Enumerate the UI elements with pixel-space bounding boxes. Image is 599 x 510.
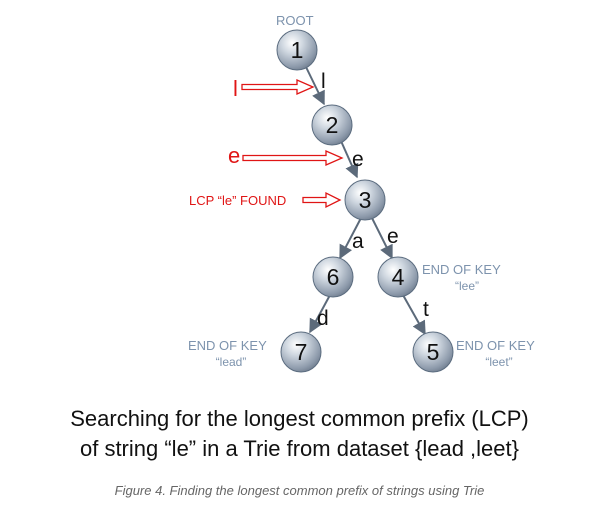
pointer-label-e: e (228, 143, 240, 168)
node-label-3: 3 (359, 187, 372, 213)
edge-label-l: l (321, 70, 326, 93)
end-of-key-leet: END OF KEY “leet” (456, 338, 535, 369)
end-of-key-lee: END OF KEY “lee” (422, 262, 501, 293)
caption-line-1: Searching for the longest common prefix … (70, 406, 529, 431)
end-of-key-value: “lead” (216, 355, 247, 369)
edge-label-e: e (352, 148, 364, 171)
diagram-caption: Searching for the longest common prefix … (0, 404, 599, 464)
edge-label-e2: e (387, 225, 399, 248)
edge-label-t: t (423, 298, 429, 321)
search-pointer-l: l (233, 76, 315, 101)
edge-4-5 (402, 294, 426, 336)
edge-3-6 (339, 217, 362, 260)
end-of-key-title: END OF KEY (188, 338, 267, 353)
edge-6-7 (309, 294, 331, 334)
node-label-5: 5 (427, 339, 440, 365)
end-of-key-value: “lee” (455, 279, 479, 293)
edge-label-a: a (352, 230, 364, 253)
edge-3-4 (371, 217, 393, 260)
end-of-key-lead: END OF KEY “lead” (188, 338, 267, 369)
edge-label-d: d (317, 307, 329, 330)
end-of-key-title: END OF KEY (456, 338, 535, 353)
edge-1-2 (305, 66, 325, 106)
trie-node-7: 7 (280, 331, 322, 373)
lcp-found-arrow (302, 191, 342, 209)
lcp-found-pointer: LCP “le” FOUND (189, 191, 342, 209)
caption-line-2: of string “le” in a Trie from dataset {l… (79, 436, 519, 461)
node-label-4: 4 (392, 264, 405, 290)
trie-node-3: 3 (344, 179, 386, 221)
trie-node-4: 4 (377, 256, 419, 298)
trie-diagram: l e a e d t ROOT 1 2 3 6 4 7 (188, 13, 535, 373)
figure-caption: Figure 4. Finding the longest common pre… (114, 483, 485, 498)
pointer-label-l: l (233, 76, 238, 101)
trie-node-6: 6 (312, 256, 354, 298)
node-label-2: 2 (326, 112, 339, 138)
node-label-1: 1 (291, 37, 304, 63)
node-label-6: 6 (327, 264, 340, 290)
trie-node-1: 1 (276, 29, 318, 71)
edge-2-3 (340, 140, 359, 179)
pointer-arrow-e (242, 150, 344, 166)
lcp-found-label: LCP “le” FOUND (189, 193, 286, 208)
end-of-key-title: END OF KEY (422, 262, 501, 277)
root-label: ROOT (276, 13, 314, 28)
trie-node-5: 5 (412, 331, 454, 373)
node-label-7: 7 (295, 339, 308, 365)
search-pointer-e: e (228, 143, 344, 168)
end-of-key-value: “leet” (485, 355, 512, 369)
trie-node-2: 2 (311, 104, 353, 146)
pointer-arrow-l (241, 79, 315, 95)
